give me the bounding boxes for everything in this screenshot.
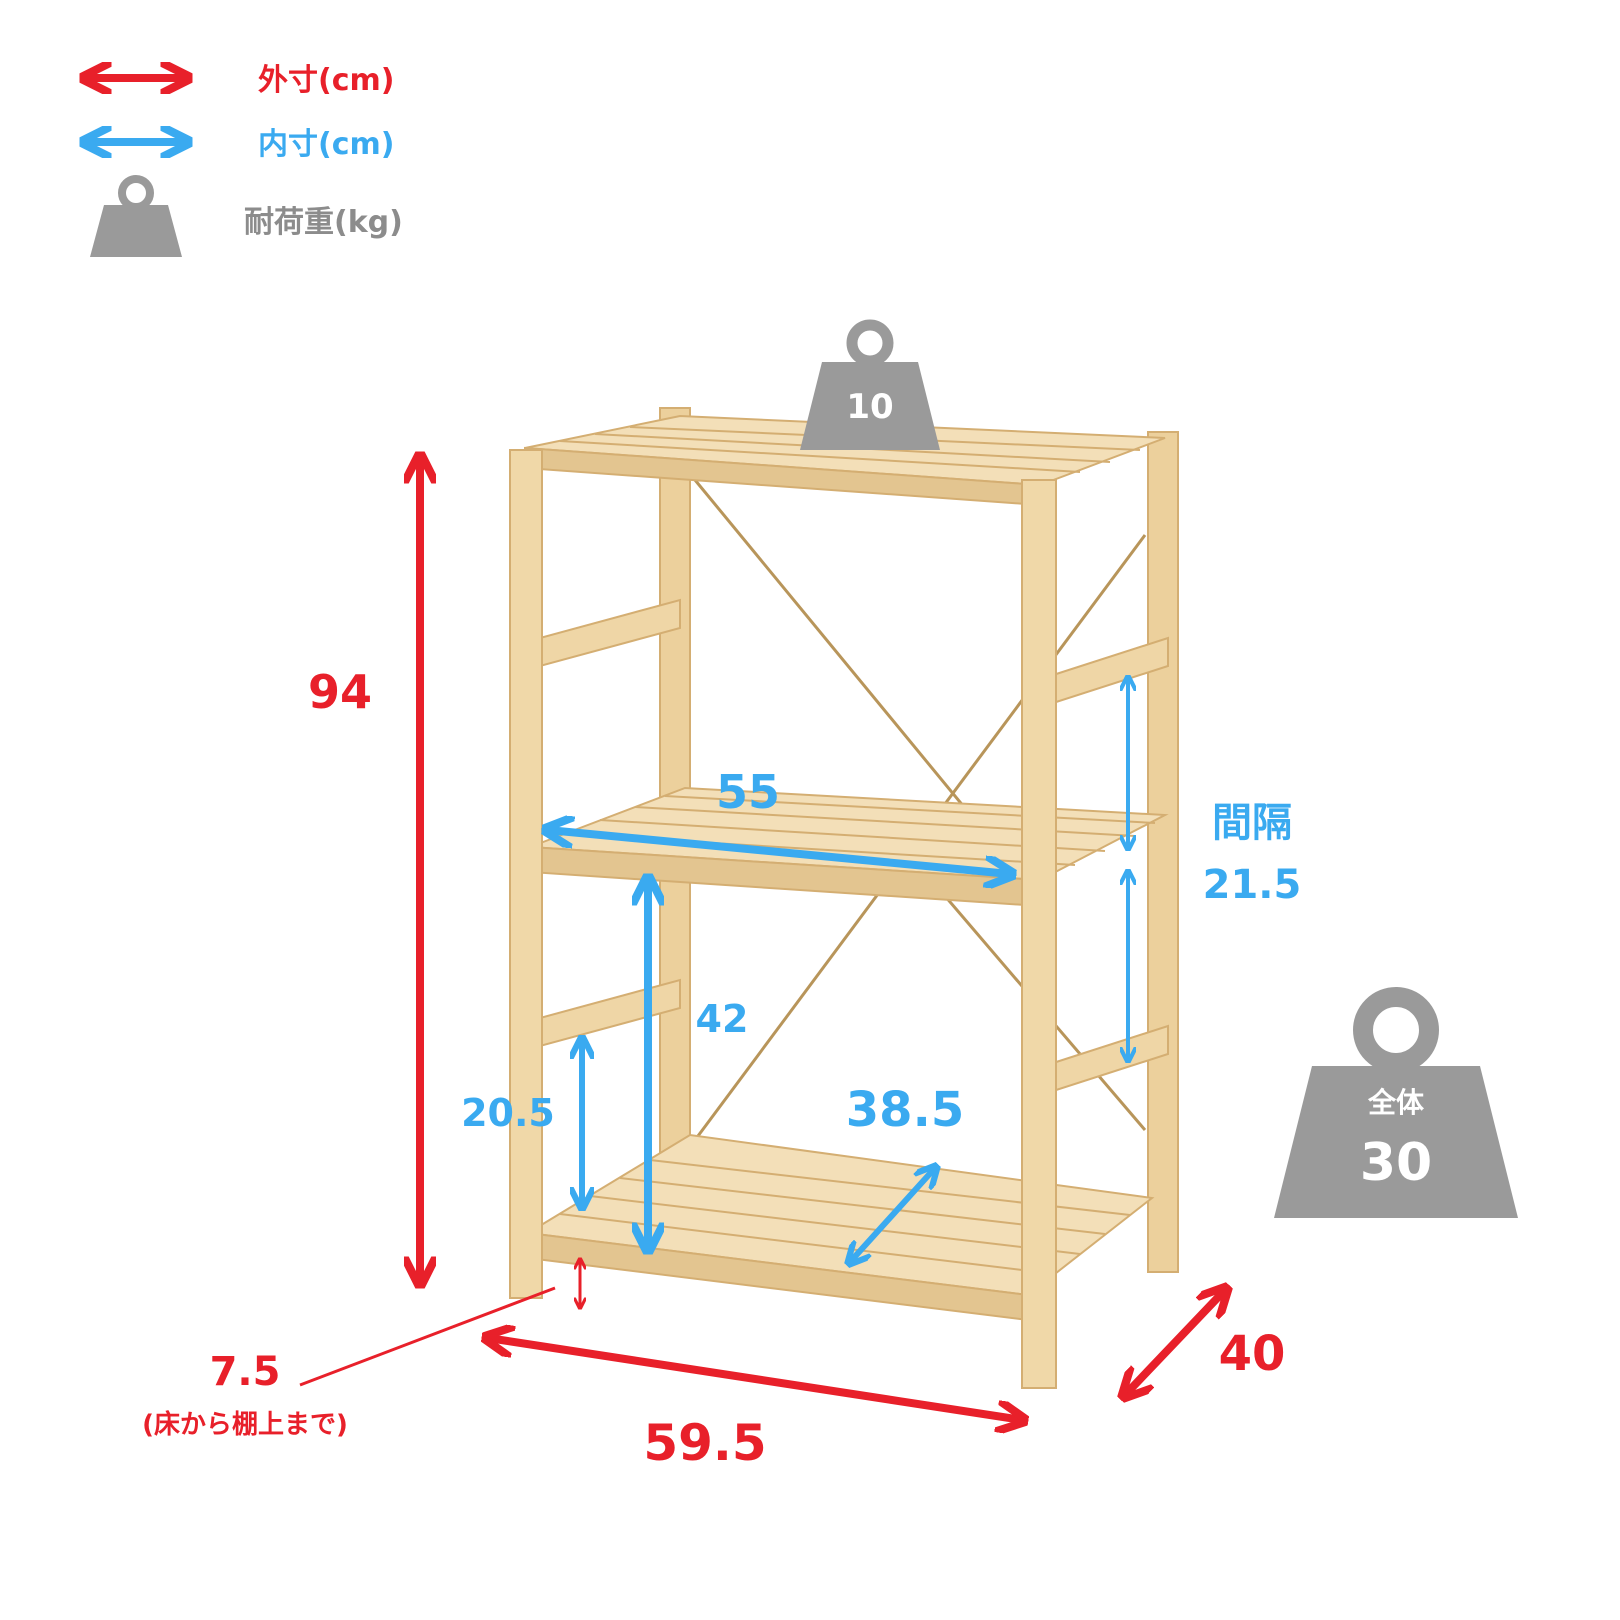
total-load-value: 30: [1360, 1133, 1432, 1193]
depth-arrow: [1125, 1290, 1225, 1395]
width-arrow: [488, 1338, 1022, 1420]
floor-clearance-leader-line: [299, 1286, 556, 1387]
gap-label: 間隔: [1212, 800, 1292, 846]
shelf-load-weight-icon: [846, 319, 894, 367]
side-bar-height-value: 20.5: [461, 1091, 555, 1135]
legend-load-label: 耐荷重(kg): [244, 205, 403, 240]
legend-outer-label: 外寸(cm): [258, 63, 394, 98]
legend-inner-label: 内寸(cm): [258, 127, 394, 162]
inner-dimensions: 55 42 20.5 38.5 間隔 21.5: [461, 678, 1301, 1262]
weight-icon: [90, 175, 182, 257]
inner-depth-value: 38.5: [846, 1082, 964, 1138]
inner-width-value: 55: [716, 765, 780, 819]
total-load-caption: 全体: [1367, 1086, 1425, 1119]
shelf-load-value: 10: [846, 387, 893, 427]
total-load-weight: 全体 30: [1274, 987, 1518, 1218]
floor-clearance-value: 7.5: [210, 1349, 281, 1395]
inner-height-value: 42: [696, 997, 749, 1041]
wooden-shelf-illustration: [509, 407, 1179, 1389]
total-load-weight-icon: [1353, 987, 1439, 1073]
width-value: 59.5: [643, 1414, 766, 1472]
inner-width-arrow: [548, 830, 1010, 874]
inner-depth-arrow: [850, 1168, 935, 1262]
legend: 外寸(cm) 内寸(cm) 耐荷重(kg): [86, 63, 403, 257]
shelf-load-weight: 10: [800, 319, 940, 450]
height-value: 94: [308, 665, 372, 719]
outer-dimensions: 94 59.5 40 7.5 (床から棚上まで): [142, 458, 1285, 1472]
gap-value: 21.5: [1203, 862, 1302, 908]
depth-value: 40: [1219, 1326, 1286, 1382]
floor-clearance-note: (床から棚上まで): [142, 1409, 348, 1440]
